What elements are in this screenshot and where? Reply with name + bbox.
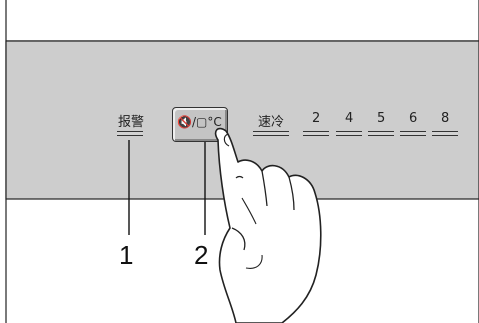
callout-2: 2 bbox=[194, 240, 209, 270]
mute-temp-button-label: 🔇/▢°C bbox=[177, 115, 222, 129]
level-4-label: 4 bbox=[345, 111, 354, 126]
level-2-indicator bbox=[303, 131, 329, 136]
level-6-indicator bbox=[400, 131, 426, 136]
level-8-label: 8 bbox=[441, 111, 450, 126]
level-2-label: 2 bbox=[312, 111, 321, 126]
level-4-indicator bbox=[336, 131, 362, 136]
alarm-label: 报警 bbox=[118, 115, 145, 130]
level-8-indicator bbox=[432, 131, 458, 136]
callout-1: 1 bbox=[119, 240, 134, 270]
level-5-indicator bbox=[368, 131, 394, 136]
quickcool-indicator bbox=[253, 131, 289, 136]
quickcool-label: 速冷 bbox=[258, 115, 285, 130]
alarm-indicator bbox=[117, 131, 143, 136]
level-5-label: 5 bbox=[377, 111, 386, 126]
level-6-label: 6 bbox=[409, 111, 418, 126]
